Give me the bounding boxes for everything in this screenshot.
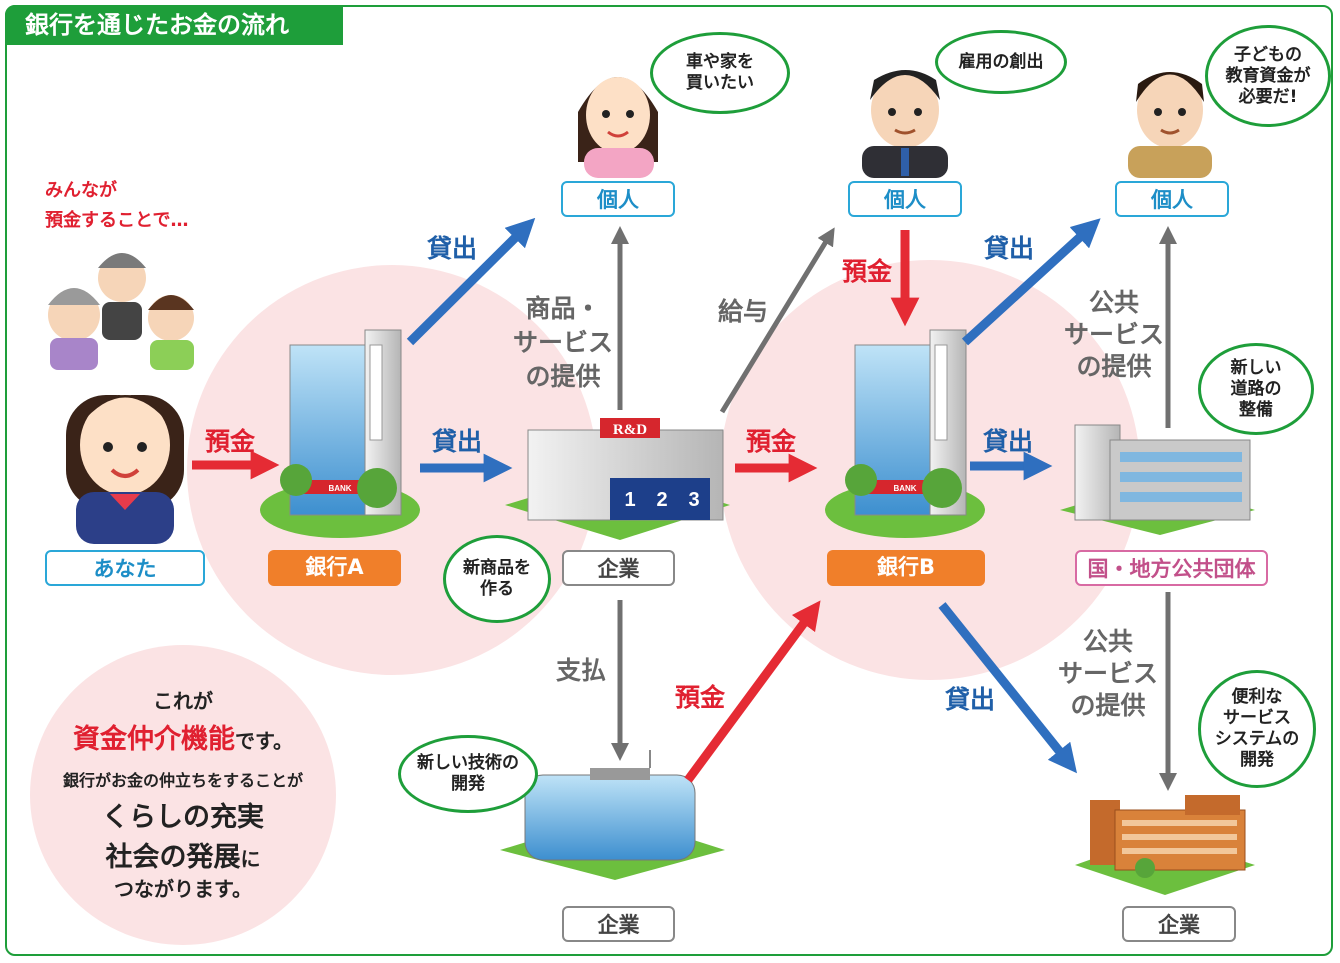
intro-text: みんなが 預金することで… bbox=[45, 176, 188, 236]
public-building-illustration bbox=[1060, 424, 1255, 535]
family-illustration bbox=[48, 253, 194, 370]
summary-line-3: 銀行がお金の仲立ちをすることが bbox=[62, 771, 303, 790]
node-person-3: 個人 bbox=[1115, 181, 1229, 217]
label-payment: 支払 bbox=[556, 656, 607, 685]
label-loan-b-person: 貸出 bbox=[984, 234, 1035, 263]
bank-a-sign: BANK bbox=[328, 484, 351, 493]
summary-line-5-suffix: に bbox=[240, 847, 261, 871]
arrow-deposit-tech bbox=[684, 600, 821, 783]
intro-line-2: 預金することで… bbox=[45, 210, 189, 231]
summary-highlight: 資金仲介機能 bbox=[73, 724, 235, 755]
label-public-service-top: 公共 サービス の提供 bbox=[1063, 288, 1164, 381]
person2-illustration bbox=[862, 70, 948, 178]
label-deposit-company: 預金 bbox=[746, 427, 797, 456]
diagram-title: 銀行を通じたお金の流れ bbox=[5, 5, 343, 45]
you-illustration bbox=[66, 395, 184, 544]
intro-line-1: みんなが bbox=[45, 180, 117, 201]
node-bank-b: 銀行B bbox=[827, 550, 985, 586]
node-company-tech: 企業 bbox=[562, 906, 675, 942]
label-loan-b-public: 貸出 bbox=[983, 427, 1034, 456]
door-2: 2 bbox=[656, 489, 667, 511]
label-deposit-you: 預金 bbox=[205, 427, 256, 456]
person3-illustration bbox=[1128, 72, 1212, 178]
arrow-loan-b-person bbox=[961, 218, 1101, 346]
summary-line-5: 社会の発展に bbox=[30, 835, 336, 874]
rd-company-illustration bbox=[505, 418, 730, 540]
node-you: あなた bbox=[45, 550, 205, 586]
label-loan-a-person: 貸出 bbox=[427, 234, 478, 263]
bubble-new-roads: 新しい 道路の 整備 bbox=[1198, 343, 1314, 435]
summary-line-6: つながります。 bbox=[114, 877, 252, 901]
bubble-jobs: 雇用の創出 bbox=[935, 30, 1067, 94]
summary-line-2: 資金仲介機能です。 bbox=[30, 717, 336, 756]
bank-b-sign: BANK bbox=[893, 484, 916, 493]
label-loan-b-company: 貸出 bbox=[945, 685, 996, 714]
summary-panel: これが 資金仲介機能です。 銀行がお金の仲立ちをすることが くらしの充実 社会の… bbox=[30, 645, 336, 945]
bank-a-illustration bbox=[260, 329, 420, 538]
right-company-illustration bbox=[1075, 795, 1255, 895]
summary-line-4: くらしの充実 bbox=[102, 802, 264, 833]
bubble-education: 子どもの 教育資金が 必要だ! bbox=[1205, 25, 1331, 127]
label-deposit-person2: 預金 bbox=[842, 257, 893, 286]
node-company-right: 企業 bbox=[1122, 906, 1236, 942]
node-person-2: 個人 bbox=[848, 181, 962, 217]
bubble-new-products: 新商品を 作る bbox=[443, 535, 551, 623]
node-company-rd: 企業 bbox=[562, 550, 675, 586]
door-1: 1 bbox=[624, 489, 635, 511]
summary-line-1: これが bbox=[153, 689, 213, 713]
bubble-car-house: 車や家を 買いたい bbox=[650, 32, 790, 114]
door-3: 3 bbox=[688, 489, 699, 511]
tech-company-illustration bbox=[500, 750, 725, 880]
label-public-service-bottom: 公共 サービス の提供 bbox=[1057, 627, 1158, 720]
label-loan-a-company: 貸出 bbox=[432, 427, 483, 456]
node-bank-a: 銀行A bbox=[268, 550, 401, 586]
bubble-new-tech: 新しい技術の 開発 bbox=[398, 735, 538, 813]
bank-b-illustration bbox=[825, 329, 985, 538]
arrow-salary bbox=[719, 227, 835, 414]
arrow-loan-a-person bbox=[406, 217, 536, 346]
bubble-service-system: 便利な サービス システムの 開発 bbox=[1198, 670, 1316, 788]
person1-illustration bbox=[578, 77, 658, 178]
label-goods-services: 商品・ サービス の提供 bbox=[513, 294, 614, 391]
node-person-1: 個人 bbox=[561, 181, 675, 217]
label-salary: 給与 bbox=[718, 297, 769, 326]
summary-line-5-main: 社会の発展 bbox=[105, 842, 241, 873]
summary-line-2-suffix: です。 bbox=[235, 729, 293, 753]
label-deposit-tech: 預金 bbox=[675, 683, 726, 712]
node-public: 国・地方公共団体 bbox=[1075, 550, 1268, 586]
outer-frame bbox=[5, 5, 1333, 956]
rd-sign: R&D bbox=[613, 422, 647, 438]
arrow-loan-b-company bbox=[938, 602, 1078, 774]
